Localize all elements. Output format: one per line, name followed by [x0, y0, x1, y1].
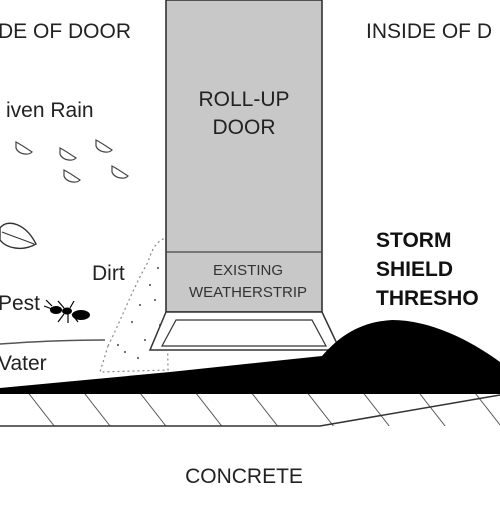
leaf-icon — [0, 222, 37, 250]
roll-up-door — [165, 0, 323, 313]
storm-shield-threshold — [0, 320, 500, 394]
door-label-line1: ROLL-UP — [198, 88, 289, 111]
threshold-label-line3: THRESHO — [376, 287, 479, 310]
water-line — [0, 339, 106, 345]
weatherstrip-label-line2: WEATHERSTRIP — [189, 284, 307, 301]
concrete-label: CONCRETE — [185, 465, 303, 488]
dirt-specks — [116, 266, 162, 360]
weatherstrip-label-line1: EXISTING — [213, 262, 283, 279]
pest-label: Pest — [0, 292, 40, 315]
rain-label: iven Rain — [6, 99, 94, 122]
rain-drops — [15, 139, 129, 183]
ant-icon — [43, 299, 90, 323]
dirt-pile — [99, 237, 169, 373]
dirt-label: Dirt — [92, 262, 125, 285]
door-label-line2: DOOR — [213, 116, 276, 139]
concrete-slab — [0, 391, 500, 427]
threshold-label-line1: STORM — [376, 229, 451, 252]
inside-label: INSIDE OF D — [366, 20, 492, 43]
water-label: Vater — [0, 352, 47, 375]
threshold-label-line2: SHIELD — [376, 258, 453, 281]
existing-weatherstrip — [148, 311, 342, 351]
outside-label: DE OF DOOR — [0, 20, 131, 43]
